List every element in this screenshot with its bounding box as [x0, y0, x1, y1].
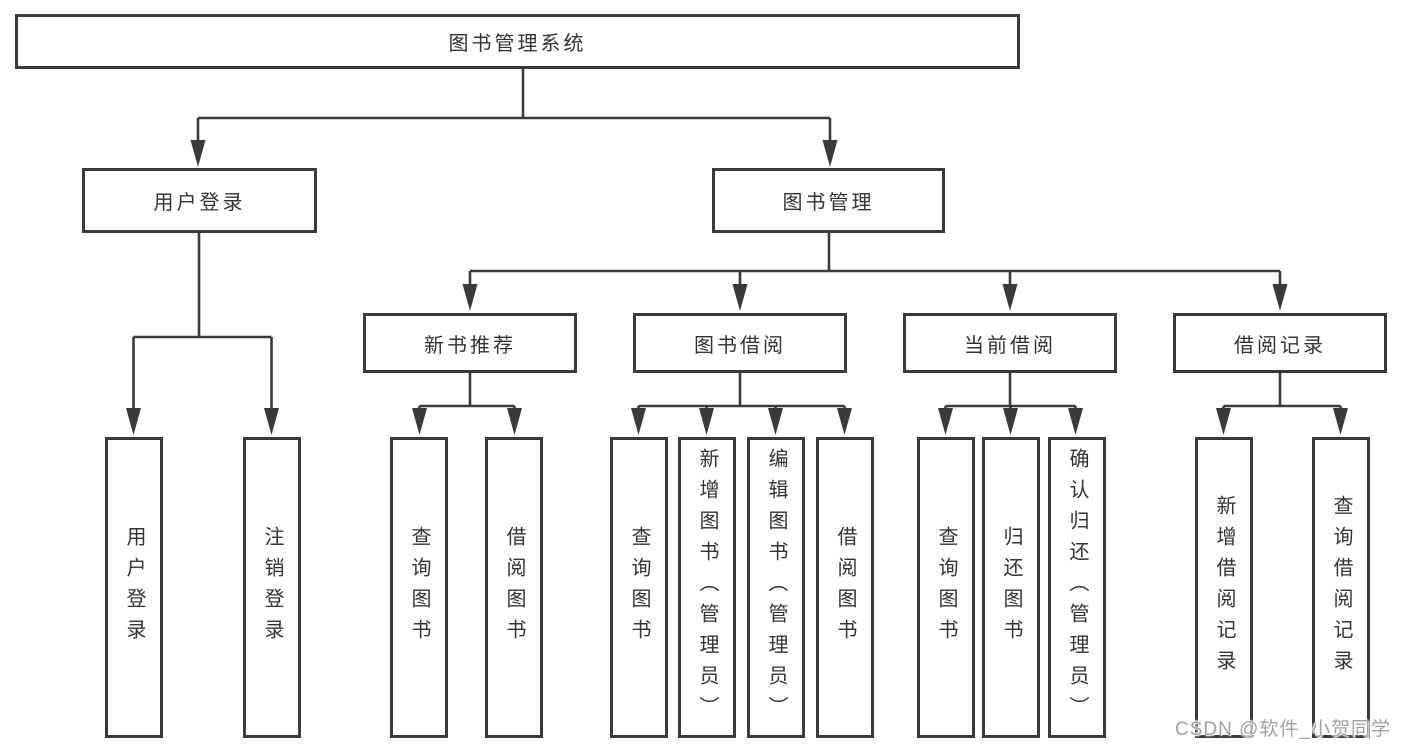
arrowhead-icon — [507, 408, 522, 435]
node-label: 图书借阅 — [694, 334, 786, 357]
node-label: 注销登录 — [261, 525, 283, 650]
arrowhead-icon — [1003, 408, 1018, 435]
arrowhead-icon — [1002, 284, 1018, 311]
arrowhead-icon — [412, 408, 427, 435]
arrowhead-icon — [938, 408, 953, 435]
node-label: 确认归还（管理员） — [1066, 448, 1088, 727]
arrowhead-icon — [462, 284, 478, 311]
node-query-books-borrowing: 查询图书 — [610, 437, 668, 738]
node-label: 查询借阅记录 — [1330, 494, 1352, 681]
node-label: 当前借阅 — [964, 334, 1056, 357]
node-book-borrowing: 图书借阅 — [633, 313, 847, 373]
node-borrowing-records: 借阅记录 — [1173, 313, 1387, 373]
arrowhead-icon — [1068, 408, 1083, 435]
node-label: 新书推荐 — [424, 334, 516, 357]
node-add-borrow-record: 新增借阅记录 — [1195, 437, 1253, 738]
node-confirm-return-admin: 确认归还（管理员） — [1048, 437, 1106, 738]
node-query-books-current: 查询图书 — [917, 437, 975, 738]
arrowhead-icon — [264, 408, 279, 435]
node-label: 新增图书（管理员） — [696, 448, 718, 727]
node-label: 借阅图书 — [834, 525, 856, 650]
arrowhead-icon — [631, 408, 646, 435]
node-library-management-system: 图书管理系统 — [15, 14, 1020, 69]
arrowhead-icon — [126, 408, 141, 435]
node-label: 查询图书 — [935, 525, 957, 650]
node-label: 用户登录 — [123, 525, 145, 650]
node-add-books-admin: 新增图书（管理员） — [678, 437, 736, 738]
arrowhead-icon — [837, 408, 852, 435]
node-label: 新增借阅记录 — [1213, 494, 1235, 681]
node-label: 查询图书 — [628, 525, 650, 650]
arrowhead-icon — [190, 140, 206, 167]
node-book-management: 图书管理 — [712, 168, 945, 233]
node-return-books: 归还图书 — [982, 437, 1040, 738]
node-user-login-leaf: 用户登录 — [105, 437, 163, 738]
node-label: 图书管理系统 — [448, 33, 587, 55]
node-logout: 注销登录 — [243, 437, 301, 738]
node-borrow-books: 借阅图书 — [816, 437, 874, 738]
csdn-watermark: CSDN @软件_小贺同学 — [1175, 719, 1391, 740]
node-query-borrow-record: 查询借阅记录 — [1312, 437, 1370, 738]
node-query-books-recommend: 查询图书 — [390, 437, 448, 738]
node-borrow-books-recommend: 借阅图书 — [485, 437, 543, 738]
arrowhead-icon — [822, 140, 838, 167]
node-label: 借阅记录 — [1234, 334, 1326, 357]
node-label: 借阅图书 — [503, 525, 525, 650]
node-label: 查询图书 — [408, 525, 430, 650]
arrowhead-icon — [699, 408, 714, 435]
arrowhead-icon — [732, 284, 748, 311]
node-label: 用户登录 — [153, 192, 246, 214]
arrowhead-icon — [1216, 408, 1231, 435]
node-edit-books-admin: 编辑图书（管理员） — [747, 437, 805, 738]
node-user-login: 用户登录 — [82, 168, 317, 233]
node-label: 图书管理 — [782, 192, 875, 214]
arrowhead-icon — [1333, 408, 1348, 435]
arrowhead-icon — [1272, 284, 1288, 311]
node-new-book-recommend: 新书推荐 — [363, 313, 577, 373]
node-label: 归还图书 — [1000, 525, 1022, 650]
arrowhead-icon — [768, 408, 783, 435]
node-label: 编辑图书（管理员） — [765, 448, 787, 727]
node-current-borrowing: 当前借阅 — [903, 313, 1117, 373]
